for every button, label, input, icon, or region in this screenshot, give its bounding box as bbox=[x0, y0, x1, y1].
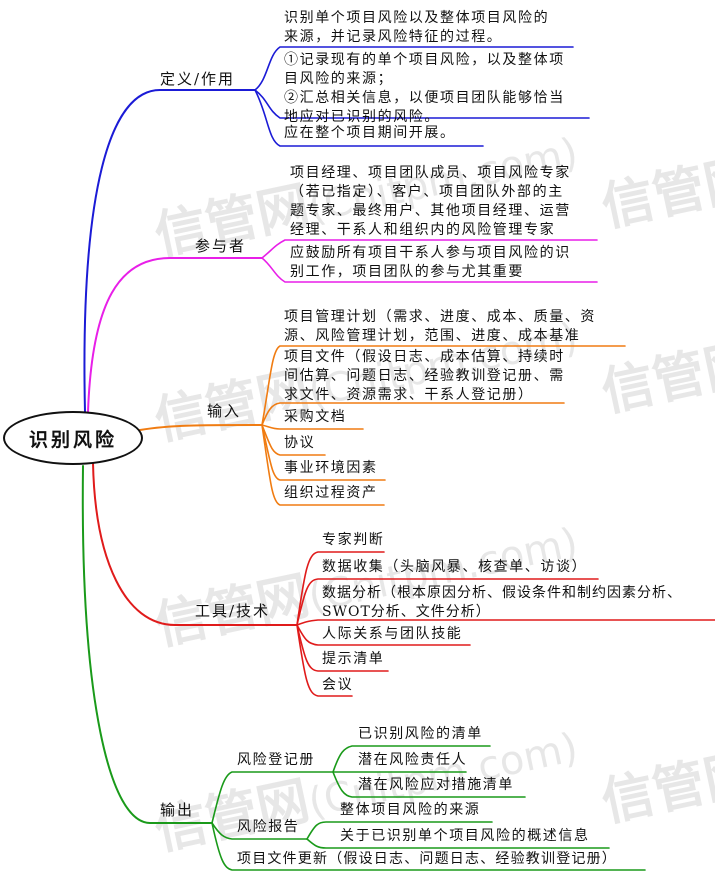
inputs-item: 协议 bbox=[284, 435, 316, 451]
branch-inputs-label: 输入 bbox=[207, 402, 242, 420]
outputs-report-item: 整体项目风险的来源 bbox=[340, 802, 481, 818]
inputs-item: 组织过程资产 bbox=[284, 485, 378, 501]
trunk-definition bbox=[83, 89, 256, 413]
outputs-register-item: 潜在风险应对措施清单 bbox=[358, 777, 514, 793]
branch-outputs-label: 输出 bbox=[160, 801, 195, 819]
tools-item: 会议 bbox=[322, 677, 354, 693]
definition-item: 应在整个项目期间开展。 bbox=[284, 125, 456, 141]
tools-connectors bbox=[296, 551, 715, 697]
root-node: 识别风险 bbox=[3, 411, 143, 465]
outputs-register-label: 风险登记册 bbox=[237, 752, 315, 768]
tools-item: 专家判断 bbox=[322, 532, 385, 548]
participants-item: 应鼓励所有项目干系人参与项目风险的识 别工作，项目团队的参与尤其重要 bbox=[290, 245, 571, 280]
participants-item: 项目经理、项目团队成员、项目风险专家 （若已指定）、客户、项目团队外部的主 题专… bbox=[290, 165, 571, 238]
branch-tools-label: 工具/技术 bbox=[195, 602, 271, 620]
outputs-register-item: 已识别风险的清单 bbox=[358, 726, 483, 742]
outputs-register-item: 潜在风险责任人 bbox=[358, 752, 468, 768]
branch-definition-label: 定义/作用 bbox=[160, 70, 236, 88]
trunk-participants bbox=[87, 257, 263, 413]
definition-item: 识别单个项目风险以及整体项目风险的 来源，并记录风险特征的过程。 bbox=[284, 10, 550, 45]
trunk-outputs bbox=[81, 465, 213, 824]
inputs-item: 项目文件（假设日志、成本估算、持续时 间估算、问题日志、经验教训登记册、需 求文… bbox=[284, 349, 565, 403]
inputs-connectors bbox=[261, 345, 626, 506]
outputs-report-label: 风险报告 bbox=[237, 819, 300, 835]
tools-item: 提示清单 bbox=[322, 651, 385, 667]
tools-item: 数据收集（头脑风暴、核查单、访谈） bbox=[322, 559, 588, 575]
outputs-report-item: 关于已识别单个项目风险的概述信息 bbox=[340, 828, 590, 844]
trunk-tools bbox=[92, 462, 298, 626]
tools-item: 数据分析（根本原因分析、假设条件和制约因素分析、 SWOT分析、文件分析） bbox=[322, 585, 682, 620]
inputs-item: 事业环境因素 bbox=[284, 460, 378, 476]
inputs-item: 项目管理计划（需求、进度、成本、质量、资 源、风险管理计划，范围、进度、成本基准 bbox=[284, 309, 596, 344]
outputs-update: 项目文件更新（假设日志、问题日志、经验教训登记册） bbox=[237, 851, 617, 867]
definition-item: ①记录现有的单个项目风险，以及整体项 目风险的来源； ②汇总相关信息，以便项目团… bbox=[284, 52, 565, 125]
inputs-item: 采购文档 bbox=[284, 409, 347, 425]
tools-item: 人际关系与团队技能 bbox=[322, 626, 463, 642]
trunk-inputs bbox=[139, 424, 263, 431]
definition-connectors bbox=[254, 46, 590, 147]
outputs-connectors bbox=[211, 745, 646, 871]
participants-connectors bbox=[261, 239, 598, 283]
branch-participants-label: 参与者 bbox=[195, 237, 247, 255]
